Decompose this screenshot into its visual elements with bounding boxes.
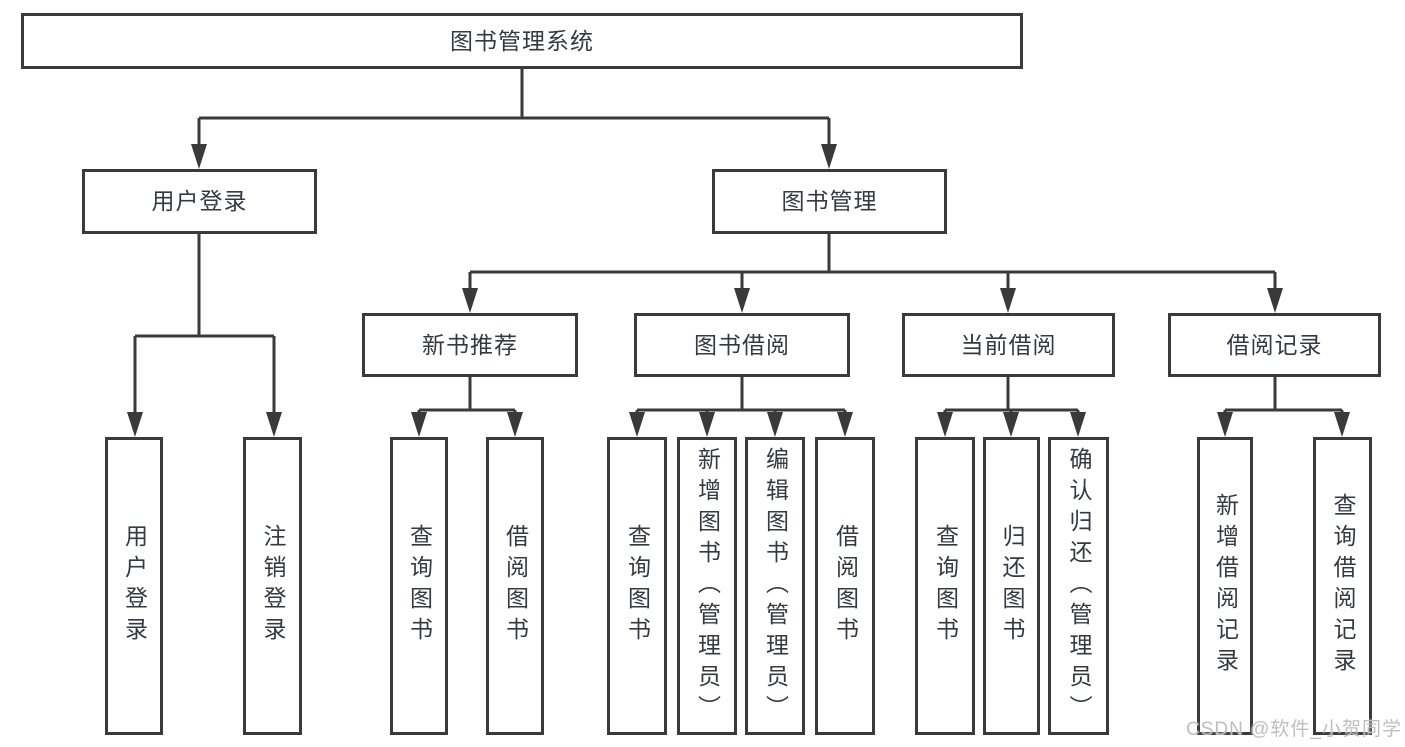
node-root: 图书管理系统: [21, 13, 1023, 69]
leaf-borrow-books-recommend: 借阅图书: [486, 437, 544, 735]
csdn-watermark: CSDN @软件_小贺同学: [1186, 719, 1402, 740]
node-new-book-recommend: 新书推荐: [362, 313, 578, 377]
leaf-query-books-borrow: 查询图书: [607, 437, 667, 735]
node-label: 查询借阅记录: [1330, 493, 1356, 679]
node-label: 图书管理: [781, 188, 878, 214]
leaf-query-books-recommend: 查询图书: [390, 437, 448, 735]
node-borrow-records: 借阅记录: [1168, 313, 1381, 377]
node-label: 查询图书: [406, 524, 433, 648]
node-book-borrow: 图书借阅: [634, 313, 850, 377]
node-label: 图书借阅: [694, 331, 790, 358]
node-label: 用户登录: [121, 524, 148, 648]
node-label: 新增图书（管理员）: [694, 446, 721, 726]
leaf-query-borrow-record: 查询借阅记录: [1313, 437, 1372, 735]
node-label: 归还图书: [999, 524, 1025, 648]
node-label: 新增借阅记录: [1212, 493, 1239, 679]
leaf-add-borrow-record: 新增借阅记录: [1197, 437, 1253, 735]
node-label: 图书管理系统: [450, 27, 594, 54]
node-user-login: 用户登录: [82, 169, 317, 234]
leaf-add-books-admin: 新增图书（管理员）: [677, 437, 737, 735]
node-label: 确认归还（管理员）: [1066, 446, 1092, 726]
node-book-management: 图书管理: [712, 169, 947, 234]
node-label: 借阅记录: [1226, 331, 1323, 358]
node-current-borrow: 当前借阅: [902, 313, 1115, 377]
leaf-user-login: 用户登录: [105, 437, 163, 735]
node-label: 注销登录: [260, 524, 286, 648]
leaf-edit-books-admin: 编辑图书（管理员）: [745, 437, 805, 735]
node-label: 借阅图书: [832, 524, 859, 648]
leaf-return-books: 归还图书: [983, 437, 1040, 735]
node-label: 查询图书: [932, 524, 959, 648]
node-label: 新书推荐: [422, 331, 518, 358]
node-label: 借阅图书: [502, 524, 529, 648]
node-label: 用户登录: [151, 188, 248, 214]
leaf-borrow-books: 借阅图书: [815, 437, 875, 735]
leaf-confirm-return-admin: 确认归还（管理员）: [1048, 437, 1109, 735]
node-label: 当前借阅: [960, 331, 1057, 358]
leaf-logout: 注销登录: [243, 437, 302, 735]
node-label: 查询图书: [624, 524, 651, 648]
node-label: 编辑图书（管理员）: [762, 446, 789, 726]
leaf-query-books-current: 查询图书: [915, 437, 975, 735]
